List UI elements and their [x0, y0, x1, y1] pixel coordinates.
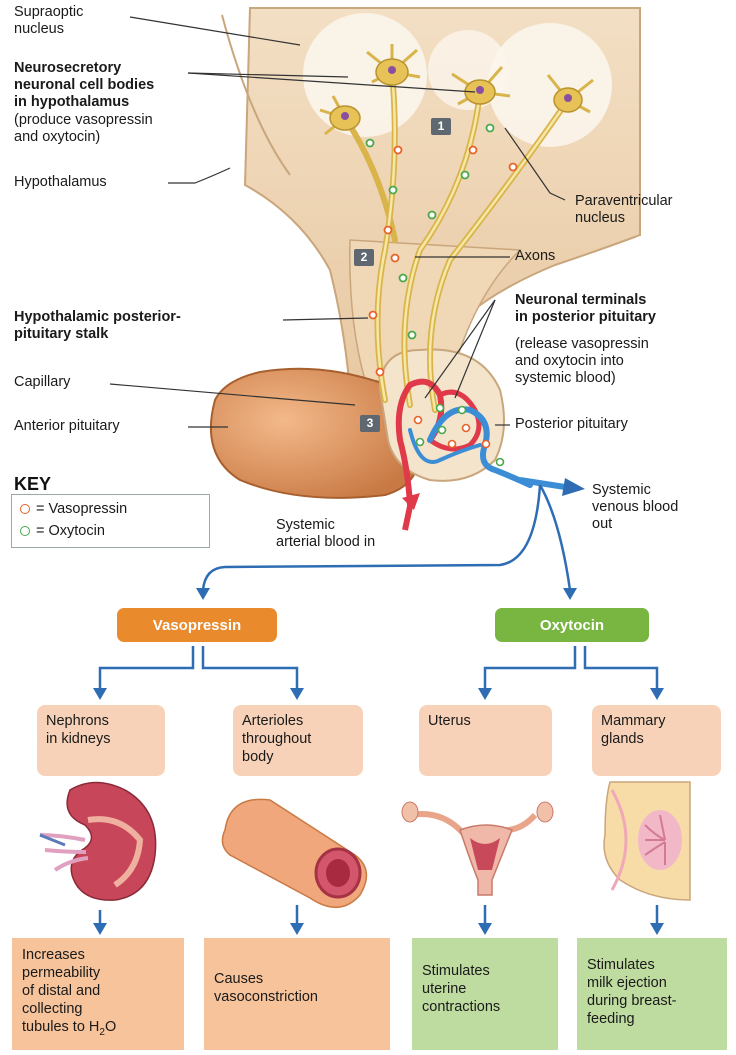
kidney-illustration: [40, 783, 156, 901]
label-stalk: Hypothalamic posterior- pituitary stalk: [14, 309, 181, 343]
target-nephrons: Nephrons in kidneys: [37, 705, 165, 776]
label-capillary: Capillary: [14, 374, 70, 391]
effect-mammary: Stimulates milk ejection during breast- …: [577, 938, 727, 1050]
key-vasopressin-label: = Vasopressin: [36, 501, 127, 517]
effect-uterus: Stimulates uterine contractions: [412, 938, 558, 1050]
step-badge-2: 2: [354, 249, 374, 266]
target-arterioles: Arterioles throughout body: [233, 705, 363, 776]
effect-kidney-text-end: O: [105, 1019, 116, 1035]
label-neuronal-terminals-sub: (release vasopressin and oxytocin into s…: [515, 336, 649, 387]
flow-arrows: [100, 485, 657, 925]
key-oxytocin: = Oxytocin: [20, 523, 105, 539]
label-neurosecretory-sub: (produce vasopressin and oxytocin): [14, 112, 153, 146]
effect-kidney-text: Increases permeability of distal and col…: [22, 947, 100, 1035]
label-arterial-in: Systemic arterial blood in: [276, 517, 375, 551]
step-badge-3: 3: [360, 415, 380, 432]
key-legend: = Vasopressin = Oxytocin: [11, 494, 210, 548]
vasopressin-dot-icon: [20, 504, 30, 514]
target-mammary: Mammary glands: [592, 705, 721, 776]
arteriole-illustration: [222, 799, 366, 907]
uterus-illustration: [402, 802, 553, 895]
hormone-oxytocin: Oxytocin: [495, 608, 649, 642]
label-posterior-pituitary: Posterior pituitary: [515, 416, 628, 433]
key-title: KEY: [14, 474, 51, 495]
label-axons: Axons: [515, 248, 555, 265]
label-neurosecretory: Neurosecretory neuronal cell bodies in h…: [14, 60, 154, 111]
oxytocin-dot-icon: [20, 526, 30, 536]
target-uterus: Uterus: [419, 705, 552, 776]
label-supraoptic-nucleus: Supraoptic nucleus: [14, 4, 83, 38]
label-hypothalamus: Hypothalamus: [14, 174, 107, 191]
effect-arteriole: Causes vasoconstriction: [204, 938, 390, 1050]
label-anterior-pituitary: Anterior pituitary: [14, 418, 120, 435]
label-venous-out: Systemic venous blood out: [592, 482, 678, 533]
effect-kidney: Increases permeability of distal and col…: [12, 938, 184, 1050]
key-oxytocin-label: = Oxytocin: [36, 523, 105, 539]
key-vasopressin: = Vasopressin: [20, 501, 127, 517]
hormone-vasopressin: Vasopressin: [117, 608, 277, 642]
label-neuronal-terminals: Neuronal terminals in posterior pituitar…: [515, 292, 656, 326]
step-badge-1: 1: [431, 118, 451, 135]
mammary-gland-illustration: [604, 782, 690, 900]
label-paraventricular: Paraventricular nucleus: [575, 193, 673, 227]
